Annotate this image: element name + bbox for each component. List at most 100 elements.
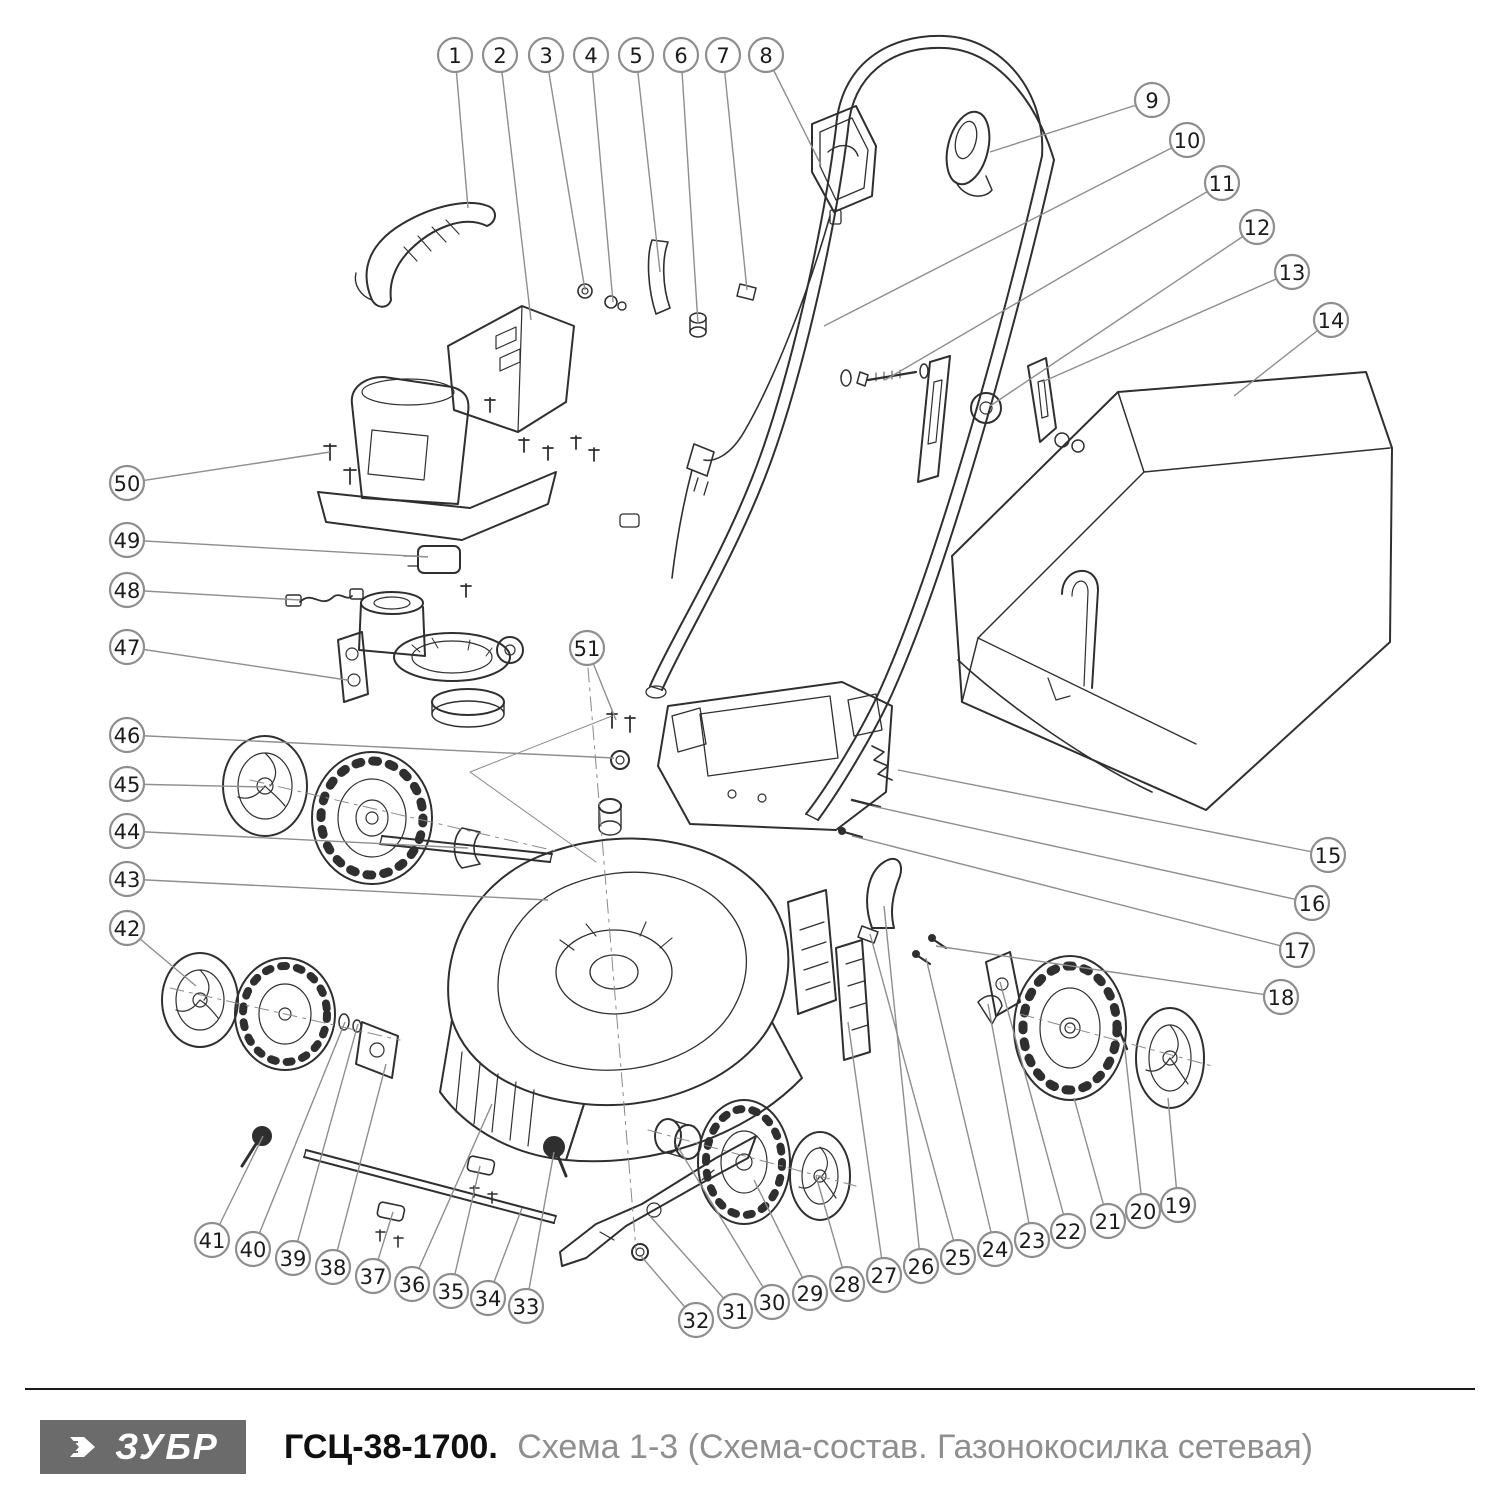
leader-line-14 (1233, 319, 1332, 397)
leader-line-21 (1073, 1097, 1109, 1222)
svg-text:16: 16 (1299, 892, 1326, 916)
svg-text:51: 51 (574, 637, 601, 661)
part-bar-clamps (375, 1155, 498, 1248)
svg-text:24: 24 (982, 1238, 1009, 1262)
callout-5: 5 (617, 36, 655, 74)
part-grass-box (951, 371, 1393, 811)
leader-line-18 (935, 945, 1282, 998)
svg-text:1: 1 (448, 44, 461, 68)
svg-text:33: 33 (513, 1295, 540, 1319)
leader-line-24 (925, 957, 996, 1250)
callout-23: 23 (1013, 1221, 1051, 1259)
svg-text:38: 38 (320, 1256, 347, 1280)
leader-line-10 (823, 139, 1188, 327)
svg-text:46: 46 (114, 724, 141, 748)
leader-line-3 (545, 54, 586, 291)
callout-38: 38 (314, 1248, 352, 1286)
part-rear-module (657, 681, 893, 831)
part-bolt-knobs (240, 1126, 568, 1178)
svg-text:14: 14 (1318, 309, 1345, 333)
svg-text:50: 50 (114, 472, 141, 496)
svg-text:18: 18 (1268, 986, 1295, 1010)
svg-text:3: 3 (539, 44, 552, 68)
svg-text:28: 28 (834, 1273, 861, 1297)
leader-line-11 (884, 182, 1223, 381)
callout-34: 34 (469, 1279, 507, 1317)
callout-32: 32 (677, 1301, 715, 1339)
callout-1: 1 (436, 36, 474, 74)
leader-line-31 (649, 1215, 736, 1312)
svg-text:6: 6 (674, 44, 687, 68)
zubr-logo: ЗУБР (40, 1420, 246, 1474)
leader-line-43 (126, 878, 549, 901)
leader-line-9 (989, 99, 1153, 153)
callout-36: 36 (393, 1265, 431, 1303)
callout-29: 29 (791, 1274, 829, 1312)
svg-text:15: 15 (1315, 844, 1342, 868)
callout-13: 13 (1273, 253, 1311, 291)
leader-line-6 (680, 54, 699, 325)
leader-line-44 (126, 830, 469, 849)
leader-line-2 (499, 54, 532, 321)
leader-line-20 (1123, 1041, 1144, 1212)
part-blade-bolt (631, 1243, 649, 1261)
callout-30: 30 (753, 1283, 791, 1321)
leader-line-49 (126, 539, 429, 558)
svg-text:2: 2 (493, 44, 506, 68)
leader-line-12 (989, 226, 1258, 407)
callout-43: 43 (108, 860, 146, 898)
svg-text:17: 17 (1284, 939, 1311, 963)
part-wheel-hub (654, 1118, 702, 1160)
part-upper-grip (354, 201, 496, 308)
part-lock-lever (945, 110, 993, 197)
callout-39: 39 (274, 1239, 312, 1277)
leader-lines-layer (126, 54, 1332, 1321)
svg-text:23: 23 (1019, 1229, 1046, 1253)
part-switch-cable (619, 215, 831, 579)
leader-line-46 (126, 734, 615, 759)
part-handle (645, 34, 1055, 821)
part-small-hardware-top (577, 239, 757, 338)
svg-text:7: 7 (716, 44, 729, 68)
callout-3: 3 (527, 36, 565, 74)
callout-46: 46 (108, 716, 146, 754)
leader-line-36 (411, 1103, 493, 1285)
part-front-axle (379, 827, 553, 869)
brand-name: ЗУБР (115, 1426, 219, 1467)
part-capacitor (403, 545, 472, 598)
leader-line-23 (987, 1003, 1033, 1241)
part-deck (439, 837, 837, 1163)
callout-31: 31 (716, 1292, 754, 1330)
part-front-wheel (697, 1099, 791, 1225)
svg-text:4: 4 (584, 44, 597, 68)
leader-line-1 (454, 54, 469, 209)
callout-35: 35 (432, 1272, 470, 1310)
callout-8: 8 (747, 36, 785, 74)
leader-line-5 (635, 54, 661, 273)
leader-line-35 (450, 1165, 481, 1292)
svg-text:34: 34 (475, 1287, 502, 1311)
leader-line-40 (252, 1021, 346, 1250)
part-wheel-left-lower (234, 957, 362, 1071)
construction-lines (169, 667, 1213, 1251)
leader-line-26 (883, 905, 922, 1267)
part-wheel-cap-left-lower (161, 952, 239, 1048)
leader-line-48 (126, 589, 301, 601)
svg-text:5: 5 (629, 44, 642, 68)
callout-11: 11 (1203, 164, 1241, 202)
leader-line-45 (126, 783, 265, 788)
leader-line-39 (292, 1023, 359, 1259)
svg-text:42: 42 (114, 917, 141, 941)
svg-text:26: 26 (908, 1255, 935, 1279)
part-motor-assembly (337, 591, 524, 728)
leader-line-13 (1041, 271, 1293, 383)
leader-line-22 (999, 981, 1069, 1232)
callout-50: 50 (108, 464, 146, 502)
svg-text:13: 13 (1279, 261, 1306, 285)
part-rear-hardware (838, 745, 948, 966)
svg-text:19: 19 (1165, 1194, 1192, 1218)
callout-28: 28 (828, 1265, 866, 1303)
part-motor-housing (350, 376, 470, 505)
